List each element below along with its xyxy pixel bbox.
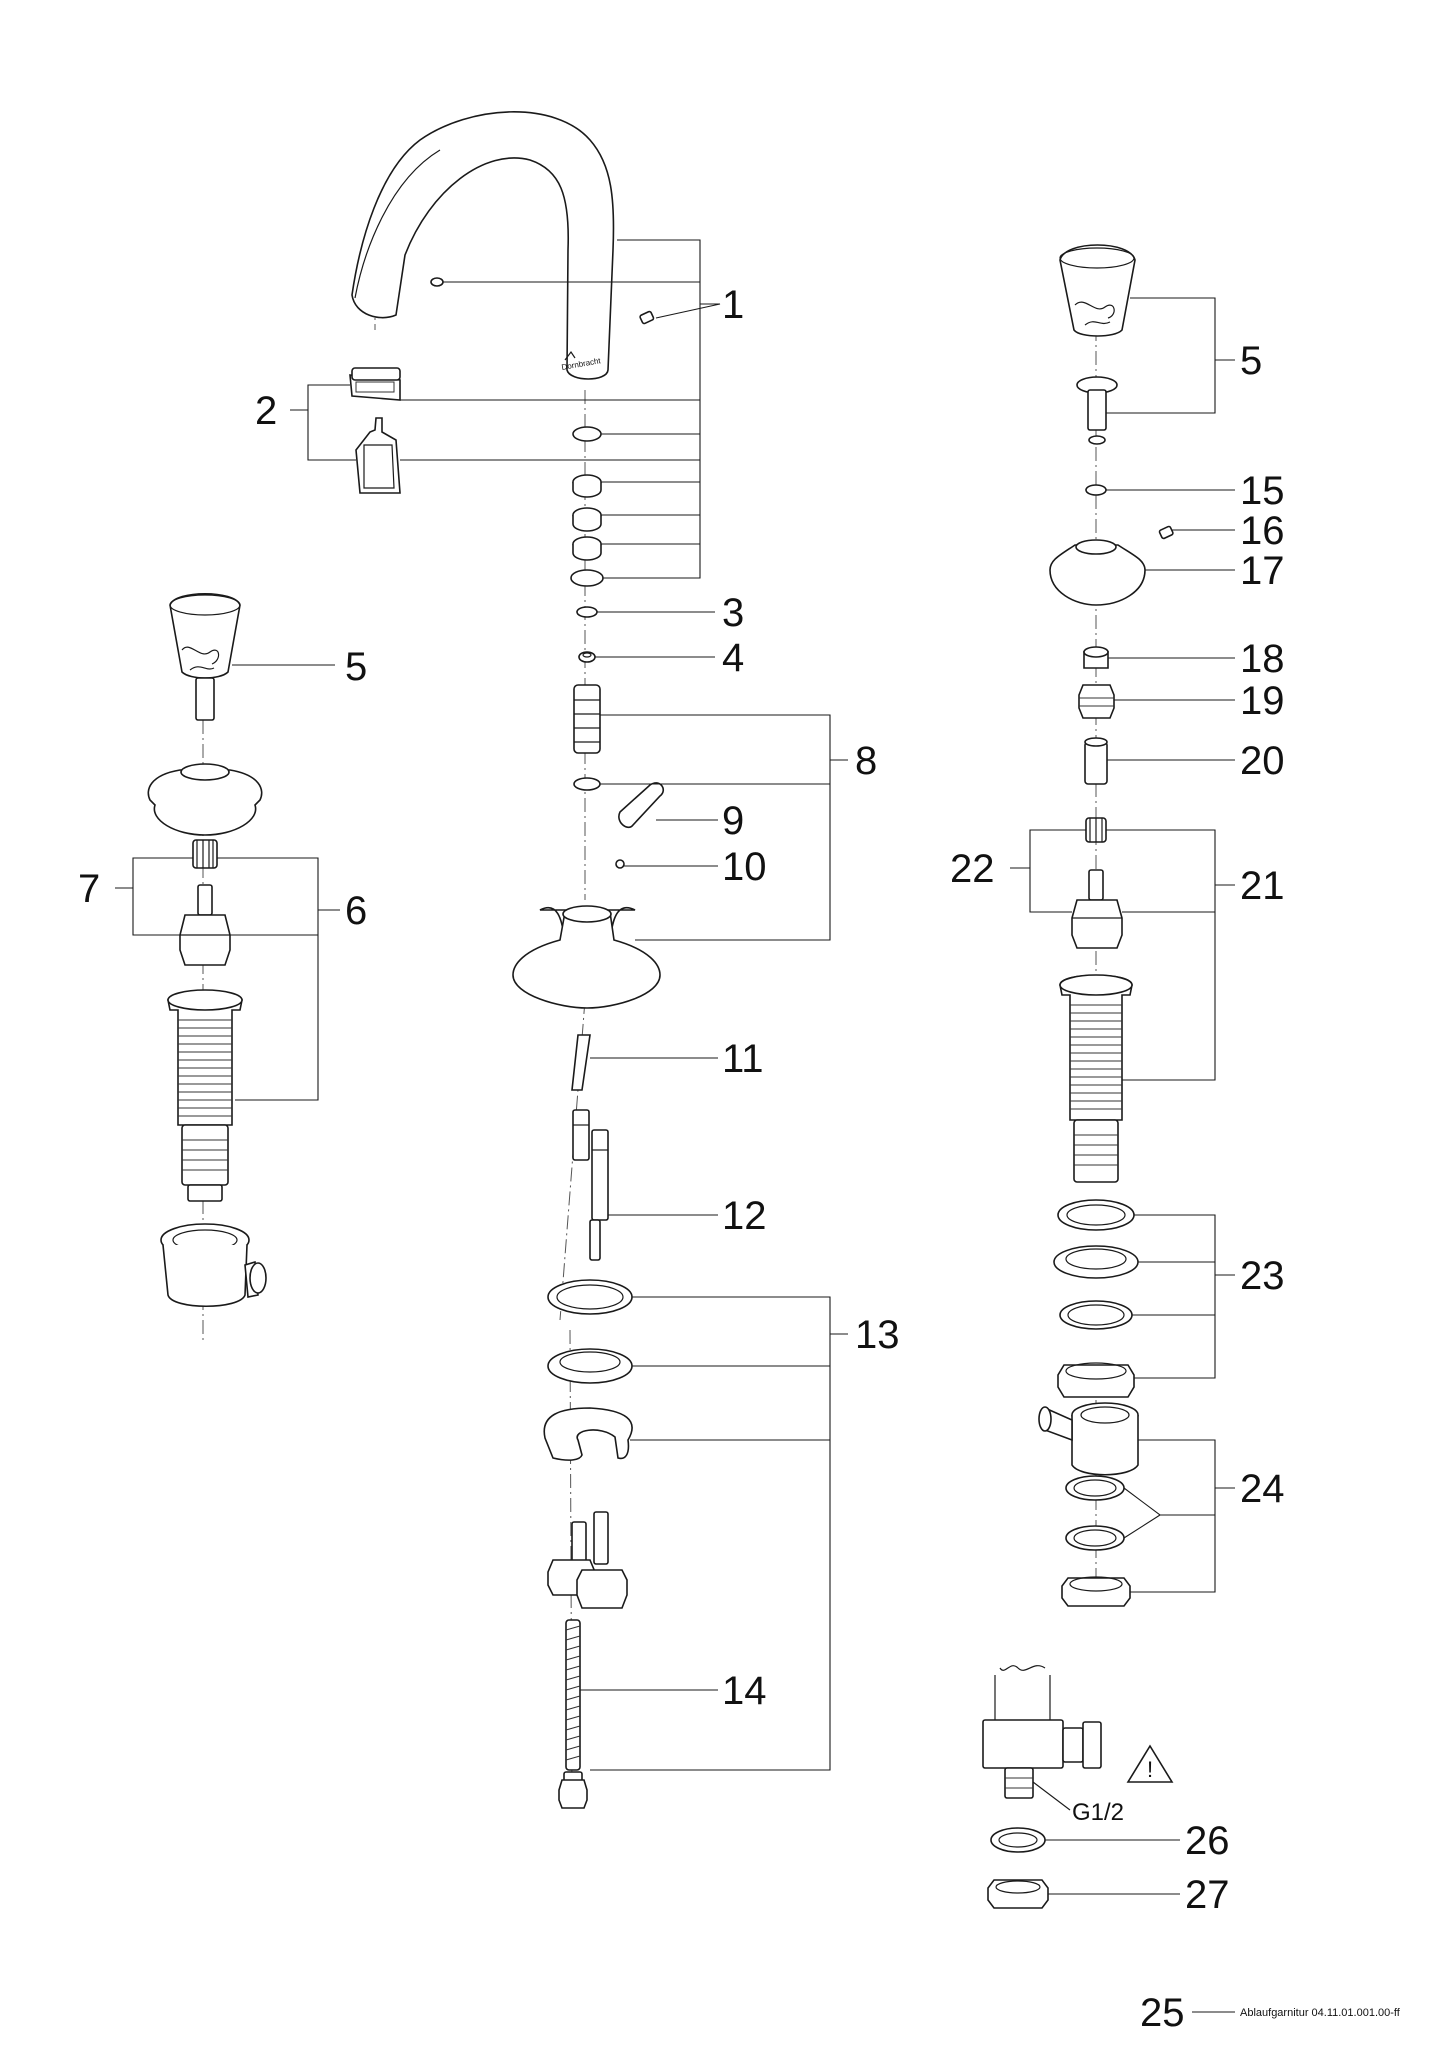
right-spline-adapter <box>1085 817 1107 843</box>
callout-21: 21 <box>1240 864 1285 908</box>
threaded-rod <box>558 1619 588 1809</box>
callout-labels: 1 2 3 4 5 5 6 7 8 9 10 11 12 13 14 15 16… <box>78 283 1401 2035</box>
callout-6: 6 <box>345 889 367 933</box>
aerator-key <box>355 417 401 494</box>
diverter-cartridge <box>573 684 601 791</box>
callout-9: 9 <box>722 799 744 843</box>
lift-rod <box>571 1034 591 1091</box>
supply-nuts <box>547 1511 628 1609</box>
callout-16: 16 <box>1240 509 1285 553</box>
callout-26: 26 <box>1185 1819 1230 1863</box>
callout-7: 7 <box>78 867 100 911</box>
callout-5-left: 5 <box>345 645 367 689</box>
snap-ring <box>576 606 598 618</box>
mounting-gaskets <box>543 1279 633 1461</box>
right-cartridge <box>1071 869 1123 949</box>
callout-12: 12 <box>722 1194 767 1238</box>
callout-22: 22 <box>950 847 995 891</box>
callout-17: 17 <box>1240 549 1285 593</box>
lever-screw <box>615 859 625 869</box>
leader-lines <box>115 239 1235 2013</box>
footer-note: Ablaufgarnitur 04.11.01.001.00-ff <box>1240 2007 1401 2019</box>
warning-symbol: ! <box>1147 1757 1153 1782</box>
right-fixing-set <box>1053 1199 1139 1398</box>
right-elbow-set <box>1038 1402 1139 1607</box>
diverter-lever <box>618 782 665 829</box>
left-elbow <box>160 1223 267 1308</box>
warning-triangle-icon: ! <box>1126 1744 1174 1783</box>
callout-27: 27 <box>1185 1873 1230 1917</box>
aerator <box>349 367 401 401</box>
right-valve-body <box>1059 974 1133 1183</box>
callout-13: 13 <box>855 1313 900 1357</box>
callout-3: 3 <box>722 591 744 635</box>
right-small-o-ring <box>1085 484 1107 496</box>
base-escutcheon <box>512 905 661 1009</box>
callout-18: 18 <box>1240 637 1285 681</box>
callout-14: 14 <box>722 1669 767 1713</box>
spout: Dornbracht <box>351 111 615 380</box>
callout-10: 10 <box>722 845 767 889</box>
right-set-screw <box>1158 525 1174 540</box>
callout-4: 4 <box>722 636 744 680</box>
callout-5-right: 5 <box>1240 339 1262 383</box>
supply-nut <box>987 1879 1049 1909</box>
callout-1: 1 <box>722 283 744 327</box>
callout-2: 2 <box>255 389 277 433</box>
left-spline-adapter <box>192 839 218 869</box>
supply-connectors <box>572 1109 609 1261</box>
right-sleeve <box>1084 737 1108 785</box>
right-nut <box>1078 684 1115 719</box>
left-handle <box>169 592 241 721</box>
callout-11: 11 <box>722 1037 764 1081</box>
right-handle-cap <box>1076 376 1118 445</box>
callout-8: 8 <box>855 739 877 783</box>
supply-washer <box>990 1827 1046 1853</box>
spout-o-rings <box>570 426 604 587</box>
callout-19: 19 <box>1240 679 1285 723</box>
callout-20: 20 <box>1240 739 1285 783</box>
left-cartridge <box>179 884 231 966</box>
callout-25: 25 <box>1140 1991 1185 2035</box>
left-escutcheon <box>147 763 263 836</box>
left-valve-body <box>167 989 243 1202</box>
callout-15: 15 <box>1240 469 1285 513</box>
right-handle <box>1059 244 1136 337</box>
right-bushing <box>1083 646 1109 669</box>
thread-size-label: G1/2 <box>1072 1799 1124 1826</box>
supply-pipe-detail <box>982 1665 1102 1799</box>
spout-set-screw <box>639 310 655 325</box>
right-escutcheon <box>1049 539 1146 606</box>
small-nut <box>578 651 596 663</box>
callout-23: 23 <box>1240 1254 1285 1298</box>
callout-24: 24 <box>1240 1467 1285 1511</box>
